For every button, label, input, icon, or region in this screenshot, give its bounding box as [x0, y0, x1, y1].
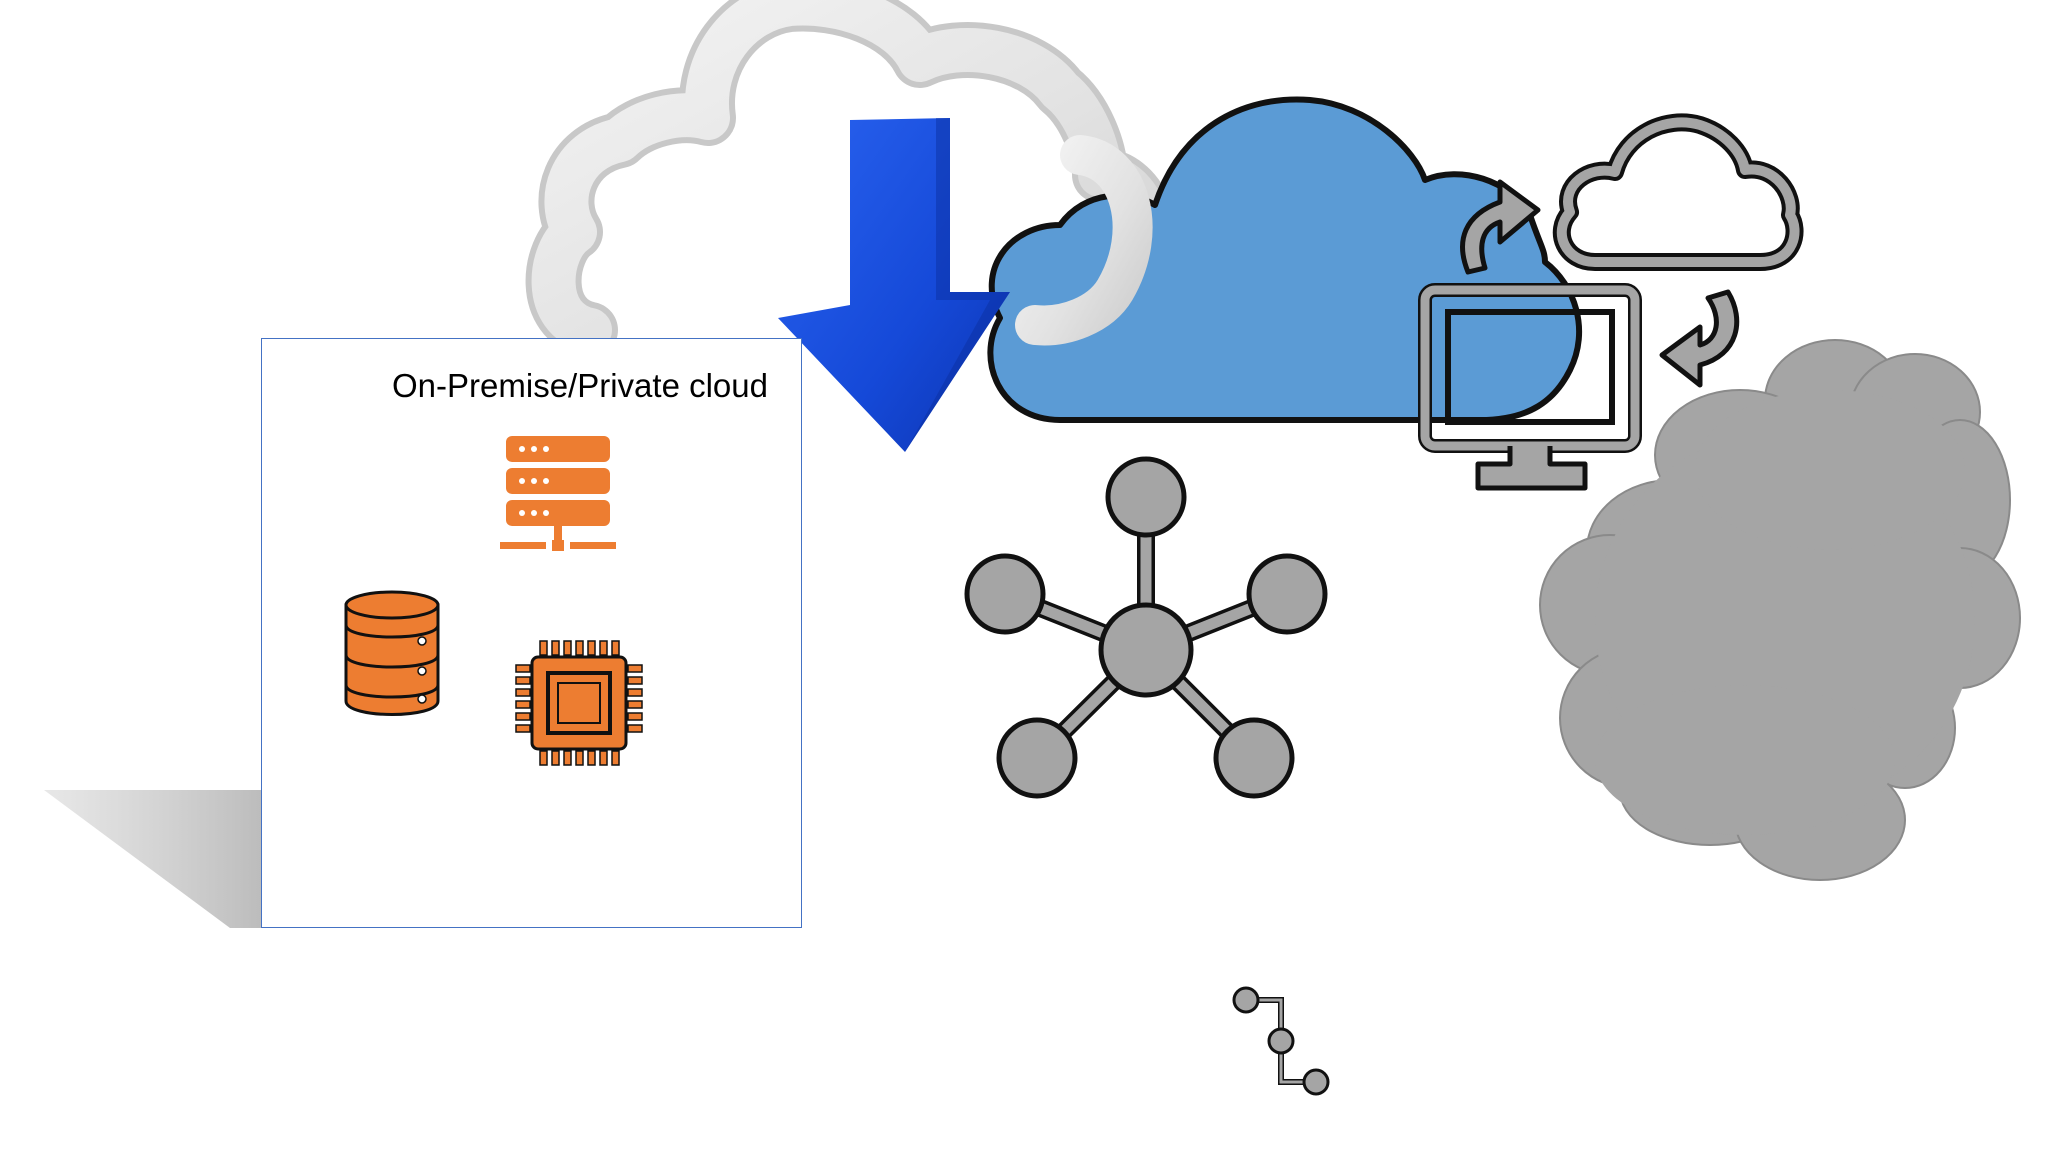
connector-path-icon: [1232, 986, 1330, 1096]
gray-cloud-icon: [1539, 339, 2021, 881]
server-rack-icon: [500, 436, 616, 551]
network-hub-icon: [964, 456, 1328, 799]
download-arrow-icon: [778, 118, 1010, 452]
database-icon: [344, 590, 440, 716]
cpu-chip-icon: [515, 640, 643, 766]
cloud-sync-monitor-icon: [1418, 113, 1804, 491]
onprem-box: On-Premise/Private cloud: [261, 338, 802, 928]
cloud-outline-rim: [1015, 135, 1153, 346]
onprem-title: On-Premise/Private cloud: [392, 367, 768, 404]
box-shadow: [44, 790, 262, 928]
